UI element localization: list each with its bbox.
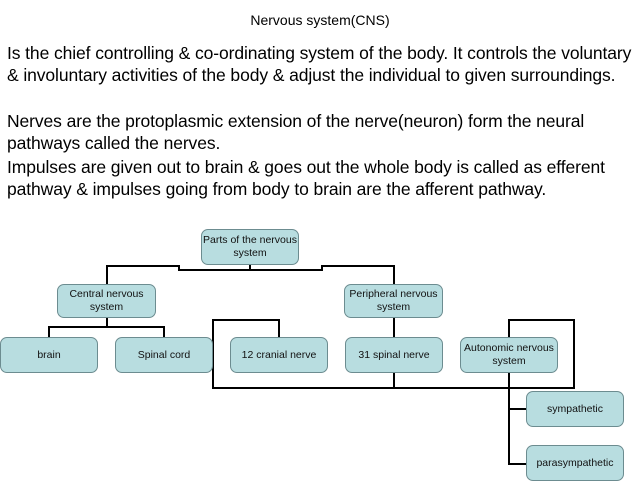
paragraph-definition: Is the chief controlling & co-ordinating… <box>7 43 632 85</box>
paragraph-impulses: Impulses are given out to brain & goes o… <box>7 157 605 199</box>
node-sympathetic: sympathetic <box>526 391 624 427</box>
connector-pns-autonomic <box>394 319 575 389</box>
connector-root-pns <box>250 265 395 284</box>
node-cranial-nerve: 12 cranial nerve <box>230 337 328 373</box>
connector-cns-spinal <box>107 326 165 337</box>
connector-cns <box>48 316 108 337</box>
paragraph-nerves: Nerves are the protoplasmic extension of… <box>7 111 585 153</box>
connector-pns-loop <box>212 319 395 389</box>
node-spinal-nerve: 31 spinal nerve <box>345 337 443 373</box>
connector-root-cns <box>106 265 250 284</box>
node-central-nervous-system: Central nervous system <box>57 284 156 318</box>
node-peripheral-nervous-system: Peripheral nervous system <box>344 284 443 318</box>
node-parts-of-nervous-system: Parts of the nervous system <box>201 229 299 265</box>
node-parasympathetic: parasympathetic <box>526 445 624 481</box>
node-autonomic-nervous-system: Autonomic nervous system <box>460 337 558 373</box>
slide-title: Nervous system(CNS) <box>250 12 390 28</box>
node-spinal-cord: Spinal cord <box>115 337 213 373</box>
node-brain: brain <box>0 337 98 373</box>
connector-autonomic <box>508 373 527 465</box>
